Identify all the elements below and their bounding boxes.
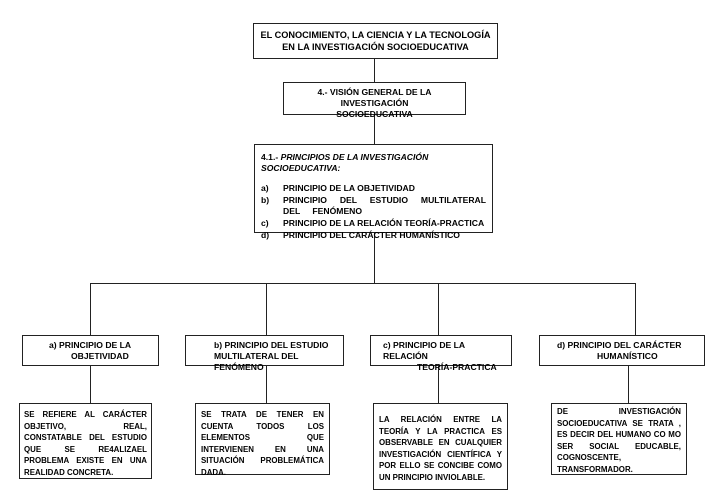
branch-b-title-line-1: b) PRINCIPIO DEL ESTUDIO <box>214 340 329 350</box>
branch-d-description-box: DE INVESTIGACIÓN SOCIOEDUCATIVA SE TRATA… <box>551 403 687 475</box>
branch-a-title-line-2: OBJETIVIDAD <box>71 351 129 361</box>
branch-b-description-box: SE TRATA DE TENER EN CUENTA TODOS LOS EL… <box>195 403 330 477</box>
principles-heading: 4.1.- PRINCIPIOS DE LA INVESTIGACIÓN SOC… <box>261 152 486 174</box>
branch-c-description-box: LA RELACIÓN ENTRE LA TEORÍA Y LA PRACTIC… <box>373 403 508 490</box>
principles-list-item: d) PRINCIPIO DEL CARÁCTER HUMANÍSTICO <box>261 230 486 241</box>
connector-branch-c-desc <box>438 366 440 403</box>
title-line-1: EL CONOCIMIENTO, LA CIENCIA Y LA TECNOLO… <box>260 30 491 40</box>
branch-c-title-box: c) PRINCIPIO DE LA RELACIÓN TEORÍA-PRACT… <box>370 335 512 372</box>
branch-b-description: SE TRATA DE TENER EN CUENTA TODOS LOS EL… <box>201 410 324 477</box>
list-text: PRINCIPIO DE LA RELACIÓN TEORÍA-PRACTICA <box>283 218 485 228</box>
title-line-2: EN LA INVESTIGACIÓN SOCIOEDUCATIVA <box>282 42 469 52</box>
branch-c-title-line-1: c) PRINCIPIO DE LA RELACIÓN <box>383 340 465 361</box>
horizontal-bus <box>90 283 636 285</box>
principles-prefix: 4.1.- <box>261 152 281 162</box>
connector-bus-branch-a <box>90 283 92 335</box>
connector-title-section <box>374 58 376 82</box>
branch-a-description-box: SE REFIERE AL CARÁCTER OBJETIVO, REAL, C… <box>19 403 152 479</box>
section-line-1: 4.- VISIÓN GENERAL DE LA INVESTIGACIÓN <box>317 87 432 108</box>
principles-list-item: a) PRINCIPIO DE LA OBJETIVIDAD <box>261 183 486 194</box>
connector-branch-b-desc <box>266 366 268 403</box>
connector-branch-a-desc <box>90 366 92 403</box>
branch-d-description: DE INVESTIGACIÓN SOCIOEDUCATIVA SE TRATA… <box>557 407 681 474</box>
section-box: 4.- VISIÓN GENERAL DE LA INVESTIGACIÓN S… <box>283 82 466 119</box>
branch-d-title-line-2: HUMANÍSTICO <box>597 351 658 361</box>
list-marker: d) <box>261 230 270 240</box>
list-text: PRINCIPIO DEL CARÁCTER HUMANÍSTICO <box>283 230 460 240</box>
connector-principles-bus <box>374 233 376 284</box>
branch-b-title-line-2: MULTILATERAL DEL FENÓMENO <box>214 351 299 372</box>
list-text: PRINCIPIO DE LA OBJETIVIDAD <box>283 183 415 193</box>
branch-d-title-line-1: d) PRINCIPIO DEL CARÁCTER <box>557 340 682 350</box>
branch-d-title-box: d) PRINCIPIO DEL CARÁCTER HUMANÍSTICO <box>539 335 705 366</box>
principles-list: a) PRINCIPIO DE LA OBJETIVIDAD b) PRINCI… <box>261 183 486 241</box>
connector-branch-d-desc <box>628 366 630 403</box>
list-marker: c) <box>261 218 269 228</box>
branch-c-title-line-2: TEORÍA-PRACTICA <box>417 362 497 372</box>
branch-a-title-box: a) PRINCIPIO DE LA OBJETIVIDAD <box>22 335 159 366</box>
branch-b-title-box: b) PRINCIPIO DEL ESTUDIO MULTILATERAL DE… <box>185 335 344 372</box>
connector-bus-branch-c <box>438 283 440 335</box>
principles-heading-text: PRINCIPIOS DE LA INVESTIGACIÓN SOCIOEDUC… <box>261 152 429 173</box>
principles-box: 4.1.- PRINCIPIOS DE LA INVESTIGACIÓN SOC… <box>254 144 493 240</box>
principles-list-item: c) PRINCIPIO DE LA RELACIÓN TEORÍA-PRACT… <box>261 218 486 229</box>
principles-list-item: b) PRINCIPIO DEL ESTUDIO MULTILATERAL DE… <box>261 195 486 217</box>
branch-a-title-line-1: a) PRINCIPIO DE LA <box>49 340 132 350</box>
branch-c-description: LA RELACIÓN ENTRE LA TEORÍA Y LA PRACTIC… <box>379 415 502 482</box>
branch-a-description: SE REFIERE AL CARÁCTER OBJETIVO, REAL, C… <box>24 410 147 477</box>
list-marker: b) <box>261 195 270 205</box>
connector-bus-branch-d <box>635 283 637 335</box>
list-text: PRINCIPIO DEL ESTUDIO MULTILATERAL DEL F… <box>283 195 486 216</box>
title-box: EL CONOCIMIENTO, LA CIENCIA Y LA TECNOLO… <box>253 23 498 59</box>
connector-bus-branch-b <box>266 283 268 335</box>
connector-section-principles <box>374 115 376 144</box>
section-line-2: SOCIOEDUCATIVA <box>336 109 413 119</box>
list-marker: a) <box>261 183 269 193</box>
